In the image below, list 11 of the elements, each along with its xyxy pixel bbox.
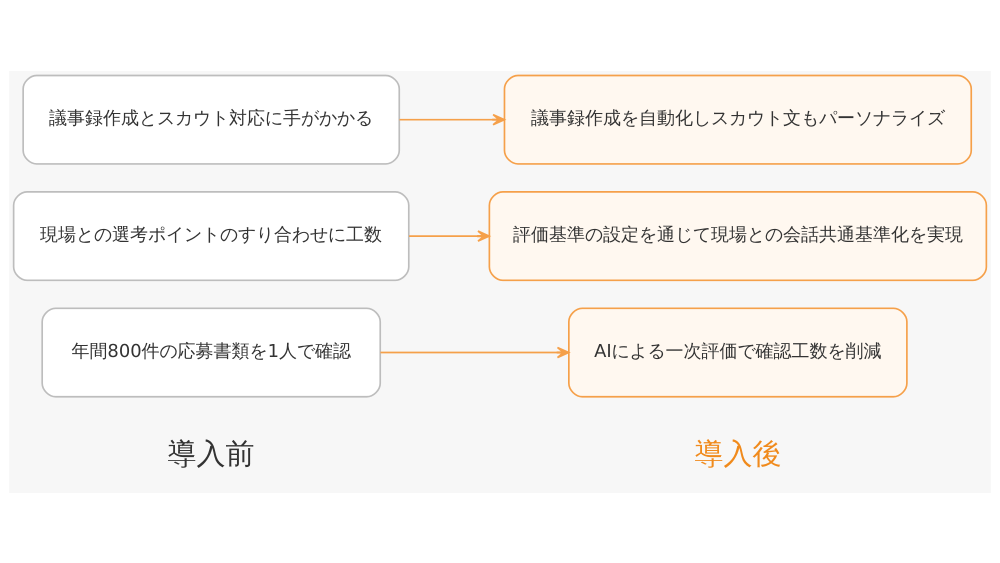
node-box: 現場との選考ポイントのすり合わせに工数	[12, 190, 410, 281]
label: 導入前	[168, 436, 255, 470]
label: 導入後	[694, 436, 782, 470]
node-box: 評価基準の設定を通じて現場との会話共通基準化を実現	[488, 190, 988, 281]
arrow	[409, 230, 490, 242]
node-box: 年間800件の応募書類を1人で確認	[41, 306, 382, 398]
arrow	[380, 346, 570, 358]
node-box: AIによる一次評価で確認工数を削減	[568, 306, 908, 398]
arrow	[399, 113, 506, 126]
node-box: 議事録作成を自動化しスカウト文もパーソナライズ	[504, 74, 972, 164]
node-box: 議事録作成とスカウト対応に手がかかる	[22, 74, 400, 164]
